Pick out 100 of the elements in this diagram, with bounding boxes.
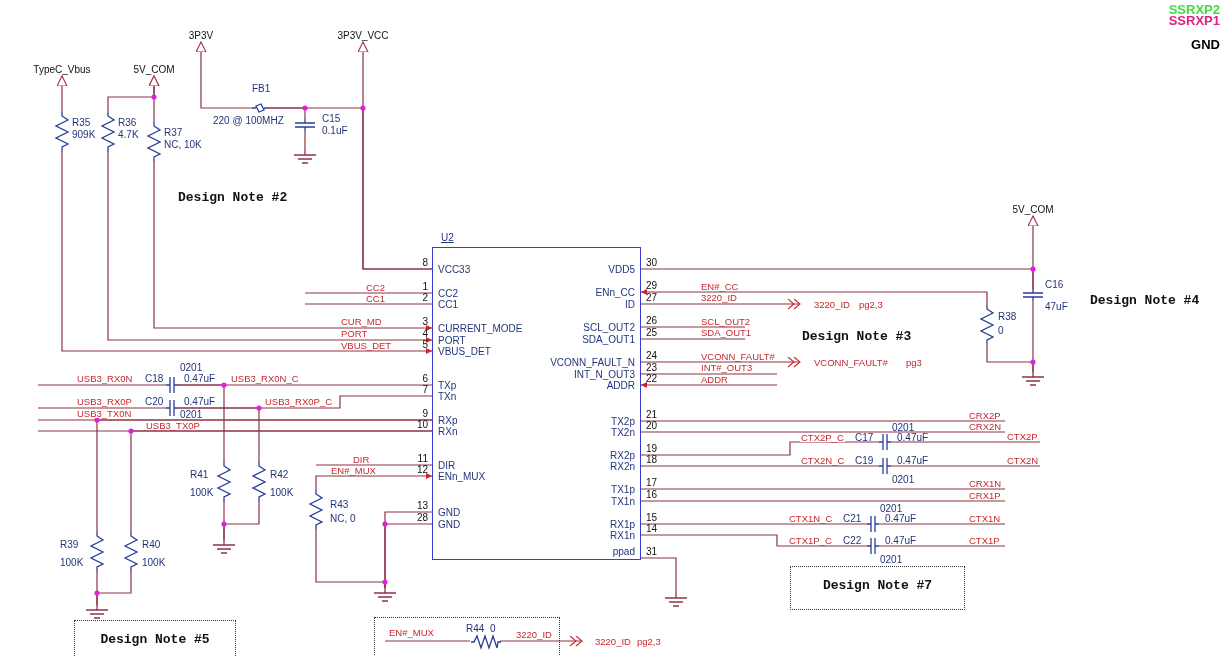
net-label: USB3_RX0N_C: [230, 374, 300, 383]
component-label: C16: [1045, 280, 1064, 290]
component-label: 0.47uF: [885, 514, 917, 524]
component-label: 0201: [892, 475, 915, 485]
wire: [223, 501, 260, 541]
resistor-symbol: [147, 122, 161, 162]
net-label: 3220_ID: [515, 630, 553, 639]
pin-name: PORT: [438, 336, 466, 346]
pin-name: DIR: [438, 461, 456, 471]
pin-name: RX1n: [610, 531, 635, 541]
component-label: 0.47uF: [897, 433, 929, 443]
wire: [153, 161, 433, 331]
component-label: 0201: [892, 423, 915, 433]
wire: [96, 419, 433, 533]
ground-symbol: [1022, 372, 1044, 386]
note-box: [74, 620, 236, 656]
net-name: 3220_ID: [594, 637, 632, 646]
pin-name: VDD5: [608, 265, 635, 275]
design-note: Design Note #3: [802, 330, 912, 344]
component-label: NC, 0: [330, 514, 356, 524]
capacitor-symbol: [166, 377, 178, 393]
wire: [37, 407, 167, 409]
component-label: R37: [164, 128, 183, 138]
component-label: 100K: [60, 558, 84, 568]
net-label: CTX1P_C: [788, 536, 833, 545]
wire: [499, 635, 583, 647]
pin-name: GND: [438, 508, 461, 518]
component-label: C18: [145, 374, 164, 384]
wire: [130, 430, 433, 533]
capacitor-symbol: [1023, 289, 1043, 301]
pin-number: 29: [646, 281, 658, 291]
component-label: R36: [118, 118, 137, 128]
wire: [384, 640, 471, 642]
capacitor-symbol: [166, 400, 178, 416]
net-name: 5V_COM: [1011, 204, 1055, 215]
component-label: C17: [855, 433, 874, 443]
resistor-symbol: [980, 305, 994, 343]
component-label: R35: [72, 118, 91, 128]
ground-symbol: [294, 150, 316, 164]
pin-number: 19: [646, 444, 658, 454]
net-label: CRX2N: [968, 422, 1003, 431]
net-name: VCONN_FAULT#: [813, 358, 889, 367]
component-label: R42: [270, 470, 289, 480]
net-label: CTX2P_C: [800, 433, 845, 442]
component-label: 100K: [270, 488, 294, 498]
wire: [37, 384, 167, 386]
component-label: C15: [322, 114, 341, 124]
wire: [640, 326, 746, 328]
component-label: 0: [998, 326, 1004, 336]
ground-symbol: [374, 588, 396, 602]
component-label: 0.47uF: [184, 397, 216, 407]
wire: [195, 41, 253, 109]
pin-name: TX1p: [611, 485, 635, 495]
capacitor-symbol: [867, 516, 879, 532]
wire: [640, 523, 868, 525]
component-label: FB1: [252, 84, 271, 94]
component-label: 0201: [180, 410, 203, 420]
pin-name: TXp: [438, 381, 457, 391]
component-label: C22: [843, 536, 862, 546]
component-label: 4.7K: [118, 130, 139, 140]
pin-name: CC2: [438, 289, 458, 299]
net-label: DIR: [352, 455, 371, 464]
resistor-symbol: [471, 635, 501, 649]
component-label: 0.47uF: [885, 536, 917, 546]
pin-name: SDA_OUT1: [582, 335, 635, 345]
pin-number: 22: [646, 374, 658, 384]
part-designator: U2: [441, 233, 454, 243]
component-label: C19: [855, 456, 874, 466]
pin-name: TX1n: [611, 497, 635, 507]
pin-number: 13: [415, 501, 428, 511]
wire: [96, 571, 132, 606]
net-label: SCL_OUT2: [700, 317, 752, 326]
net-name: 3P3V: [187, 30, 215, 41]
wire: [986, 342, 1034, 373]
pin-name: ADDR: [606, 381, 635, 391]
ground-symbol: [86, 605, 108, 619]
net-label: 3220_ID: [700, 293, 738, 302]
wire: [304, 303, 433, 305]
component-label: 0.47uF: [897, 456, 929, 466]
ferrite-bead-symbol: [252, 103, 268, 113]
component-label: 0201: [880, 555, 903, 565]
pin-name: ppad: [612, 547, 635, 557]
component-label: R43: [330, 500, 349, 510]
net-label: CRX1P: [968, 491, 1002, 500]
page-reference: pg3: [905, 358, 923, 367]
component-label: 0201: [180, 363, 203, 373]
wire: [640, 534, 868, 547]
pin-number: 20: [646, 421, 658, 431]
resistor-symbol: [55, 112, 69, 152]
pin-number: 14: [646, 524, 658, 534]
net-label: USB3_TX0N: [76, 409, 133, 418]
pin-name: CURRENT_MODE: [438, 324, 523, 334]
pin-number: 16: [646, 490, 658, 500]
pin-name: VBUS_DET: [438, 347, 491, 357]
pin-name: TXn: [438, 392, 457, 402]
pin-number: 21: [646, 410, 658, 420]
wire: [640, 431, 1006, 433]
wire: [1027, 215, 1039, 290]
net-label: CC2: [365, 283, 386, 292]
wire: [890, 465, 1041, 467]
